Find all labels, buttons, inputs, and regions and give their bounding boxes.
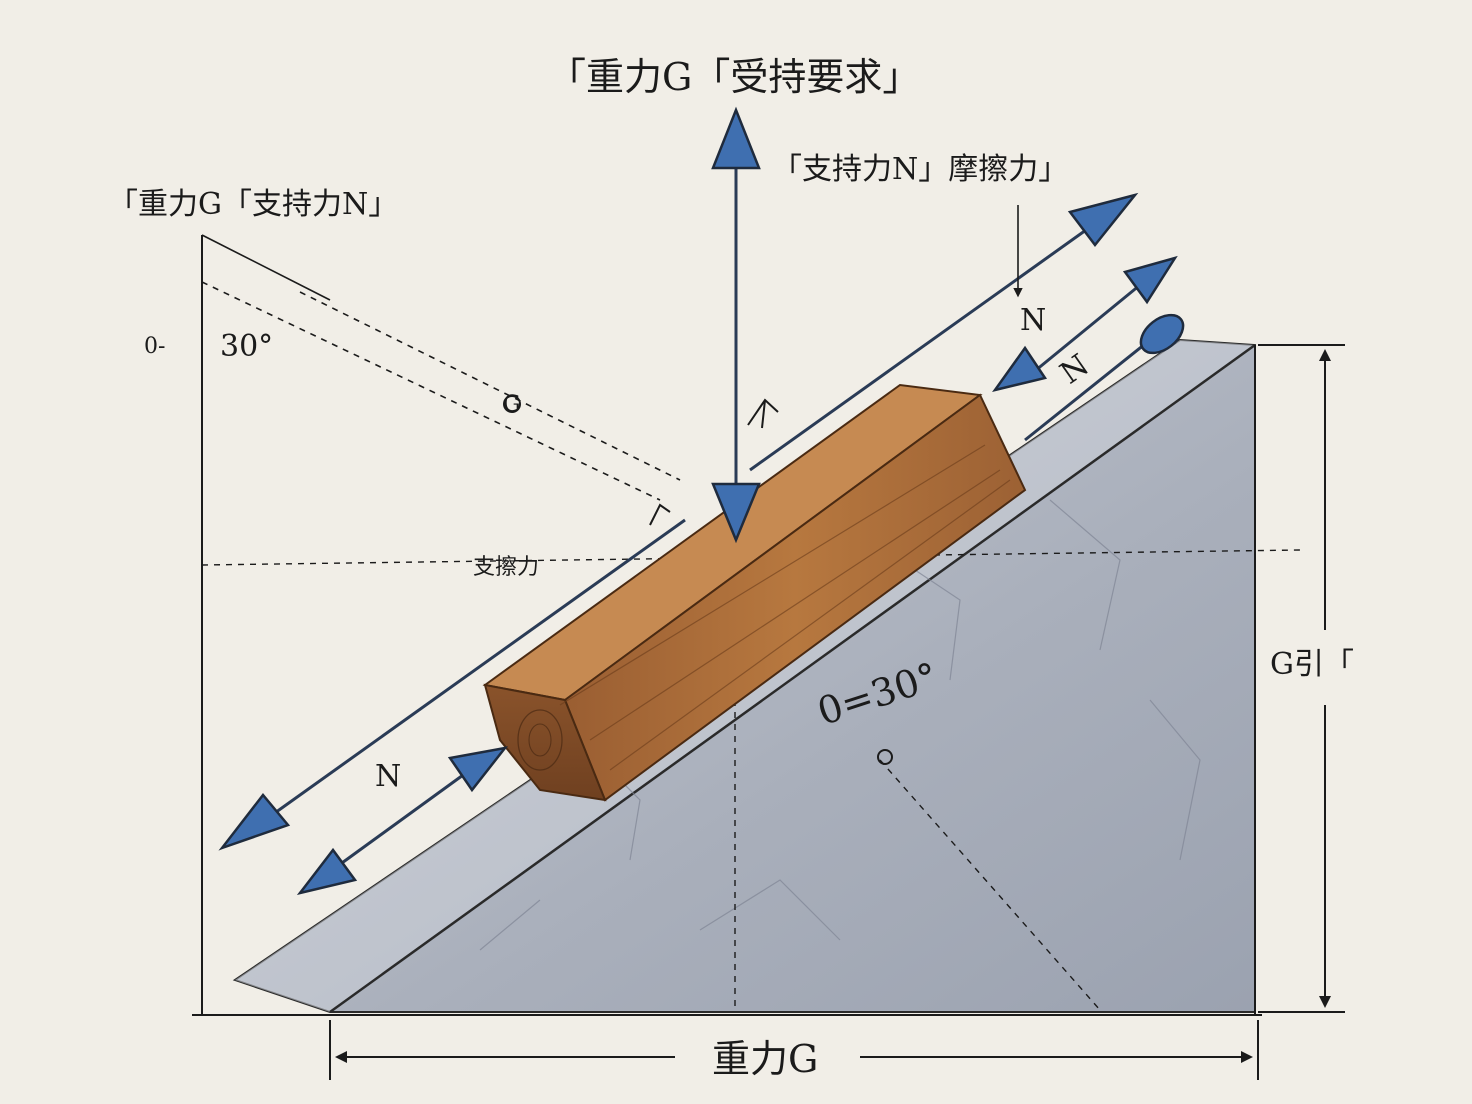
angle-left-label: 30°: [220, 329, 274, 364]
normal-force-upper-label: N: [1020, 303, 1047, 338]
sketch-marks: [503, 205, 1023, 765]
height-label: G引「: [1270, 647, 1354, 682]
wooden-block: [482, 383, 1027, 802]
top-title-label: 「重力G「受持要求」: [548, 55, 921, 99]
reference-frame: [192, 234, 1301, 1016]
height-dimension: [1258, 344, 1345, 1013]
friction-label: 支擦力: [473, 555, 540, 580]
g-mark-label: G: [503, 392, 521, 417]
normal-force-lower-label: N: [375, 759, 402, 794]
angle-left-prefix: 0-: [144, 334, 166, 359]
top-left-label: 「重力G「支持力N」: [108, 187, 399, 222]
base-dimension: [329, 1020, 1259, 1080]
base-label: 重力G: [712, 1037, 819, 1081]
force-arrows: [218, 106, 1185, 896]
top-right-label: 「支持力N」摩擦力」: [772, 152, 1069, 187]
